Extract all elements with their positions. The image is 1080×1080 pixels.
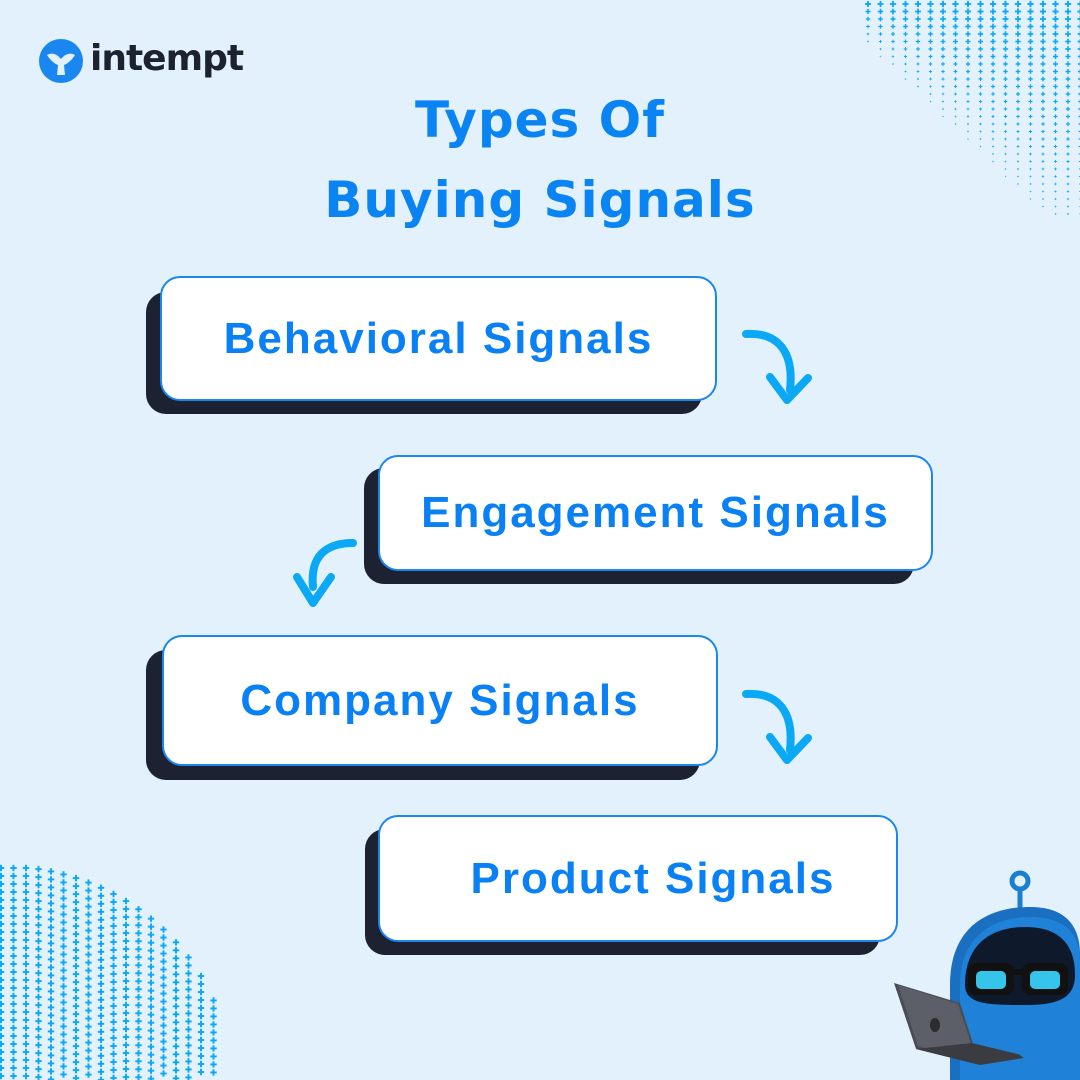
dot-pattern-top-right bbox=[865, 0, 1080, 216]
signal-card-behavioral[interactable]: Behavioral Signals bbox=[160, 276, 717, 401]
signal-card-engagement[interactable]: Engagement Signals bbox=[378, 455, 933, 571]
curved-arrow-down-left-icon bbox=[293, 539, 357, 607]
dot-pattern-bottom-left bbox=[0, 864, 217, 1080]
signal-card-company[interactable]: Company Signals bbox=[162, 635, 718, 766]
page-title: Types Of Buying Signals bbox=[0, 80, 1080, 240]
title-line-2: Buying Signals bbox=[324, 171, 756, 229]
whale-tail-icon bbox=[39, 39, 83, 83]
curved-arrow-down-right-icon bbox=[742, 689, 812, 764]
signal-label: Company Signals bbox=[240, 675, 640, 725]
brand-logo[interactable]: intempt bbox=[38, 38, 244, 84]
robot-mascot-illustration bbox=[894, 870, 1080, 1080]
title-line-1: Types Of bbox=[415, 91, 665, 149]
signal-card-product[interactable]: Product Signals bbox=[378, 815, 898, 942]
signal-label: Behavioral Signals bbox=[223, 313, 654, 363]
signal-label: Engagement Signals bbox=[421, 488, 890, 537]
curved-arrow-down-right-icon bbox=[742, 329, 812, 404]
brand-name: intempt bbox=[90, 38, 244, 79]
signal-label: Product Signals bbox=[470, 853, 836, 903]
